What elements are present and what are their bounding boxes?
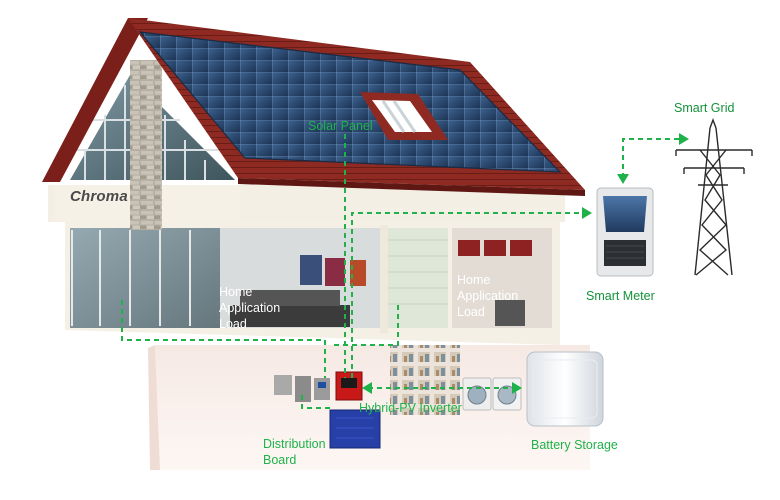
battery-storage-label: Battery Storage [531, 438, 618, 452]
connection-lines [121, 134, 680, 409]
basement-shelves [390, 345, 460, 415]
solar-array [140, 32, 560, 172]
distribution-board-label: Distribution Board [263, 437, 326, 467]
smart-meter-label: Smart Meter [586, 289, 655, 303]
stone-column [130, 60, 162, 230]
smart-grid-label: Smart Grid [674, 101, 735, 115]
roof-edge-left [42, 18, 148, 182]
basement-block [155, 345, 590, 470]
transmission-tower [675, 118, 753, 276]
hybrid-inverter-label: Hybrid-PV Inverter [359, 401, 462, 415]
distribution-boxes [274, 371, 381, 449]
battery-storage-unit [526, 351, 604, 427]
home-load-right-label: Home Application Load [457, 273, 519, 319]
connector-arrowheads [362, 133, 689, 394]
solar-panel-label: Solar Panel [308, 119, 373, 133]
chroma-logo: Chroma [70, 188, 128, 205]
smart-meter-device [596, 187, 654, 277]
home-load-left-label: Home Application Load [219, 285, 281, 331]
